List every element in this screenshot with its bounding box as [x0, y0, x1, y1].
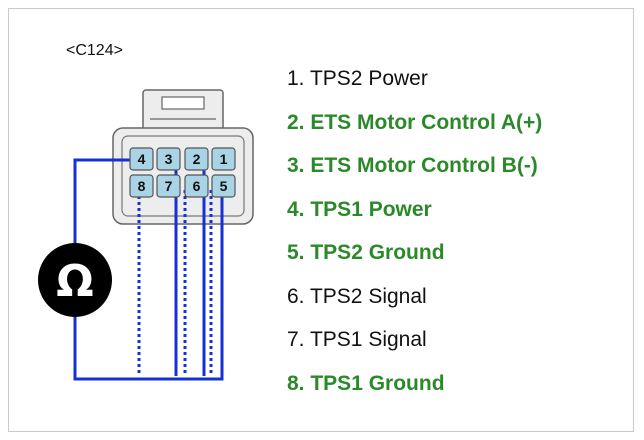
pin-number-8: 8: [138, 178, 146, 194]
pin-number-1: 1: [220, 151, 228, 167]
pin-cavity-6: [184, 174, 209, 198]
pin-cavity-3: [156, 147, 181, 171]
pin-number-7: 7: [165, 178, 173, 194]
pin-number-2: 2: [193, 151, 201, 167]
pin-cavity-1: [211, 147, 236, 171]
ohmmeter-icon: [38, 243, 112, 317]
pin-3-label: 3. ETS Motor Control B(-): [287, 154, 538, 177]
pin-5-label: 5. TPS2 Ground: [287, 241, 445, 264]
pin-6-label: 6. TPS2 Signal: [287, 284, 427, 308]
pin-number-3: 3: [165, 151, 173, 167]
pin-7-label: 7. TPS1 Signal: [287, 328, 427, 351]
pin-cavity-5: [211, 174, 236, 198]
pin-list: 1. TPS2 Power 2. ETS Motor Control A(+) …: [287, 62, 542, 410]
ohm-symbol: Ω: [56, 256, 93, 307]
pin-number-4: 4: [138, 151, 146, 167]
pin-4-label: 4. TPS1 Power: [287, 197, 432, 221]
connector-latch: [142, 89, 224, 131]
diagram-frame: [8, 8, 634, 432]
connector-id-label: <C124>: [66, 42, 123, 59]
pin-cavity-4: [129, 147, 154, 171]
pin-number-5: 5: [220, 178, 228, 194]
pin-cavity-7: [156, 174, 181, 198]
meter-lead-wire: [73, 158, 224, 381]
pin-2-label: 2. ETS Motor Control A(+): [287, 110, 543, 134]
pin-number-6: 6: [193, 178, 201, 194]
pin-cavity-2: [184, 147, 209, 171]
pin-cavity-8: [129, 174, 154, 198]
pin-8-label: 8. TPS1 Ground: [287, 371, 445, 395]
pin-cavities: [129, 147, 236, 198]
wires: [73, 158, 224, 381]
pin-1-label: 1. TPS2 Power: [287, 67, 428, 90]
ohmmeter: Ω: [38, 243, 112, 317]
